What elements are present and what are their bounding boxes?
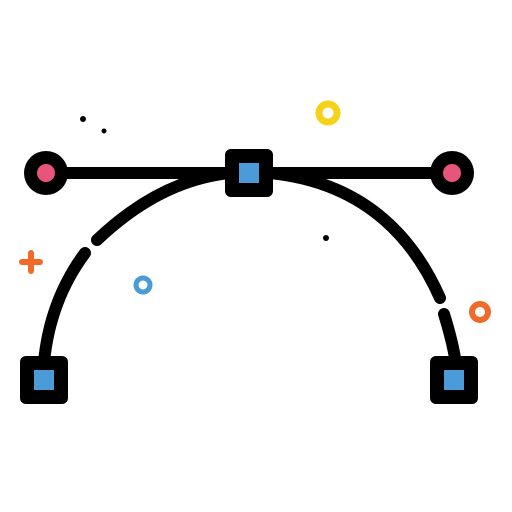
- right-handle-icon: [430, 151, 474, 195]
- left-handle-icon: [24, 151, 68, 195]
- blue-ring: [133, 275, 153, 295]
- bezier-curve-path: [38, 167, 461, 368]
- yellow-ring: [315, 100, 341, 126]
- left-anchor-icon: [20, 356, 68, 404]
- black-dot: [80, 116, 86, 122]
- black-dot: [101, 128, 107, 134]
- decorative-dots: [80, 116, 329, 241]
- orange-plus-icon: [19, 250, 43, 274]
- right-anchor-icon: [430, 356, 478, 404]
- orange-ring: [469, 301, 491, 323]
- top-anchor-icon: [225, 149, 273, 197]
- black-dot: [323, 235, 329, 241]
